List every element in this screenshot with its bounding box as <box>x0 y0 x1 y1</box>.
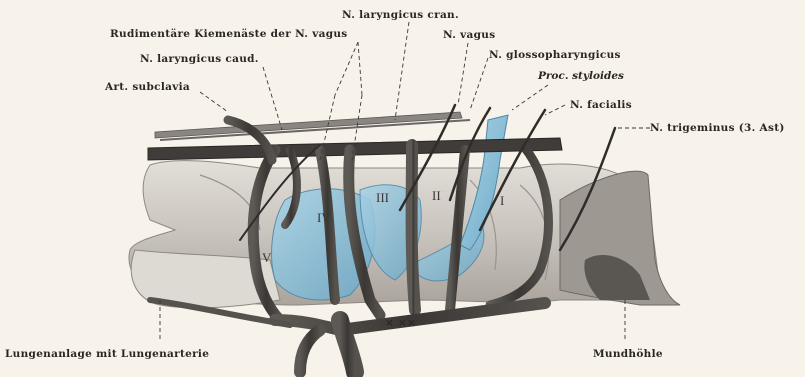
crosses-marker: × ×× <box>385 317 416 329</box>
label-n-glossopharyngicus: N. glossopharyngicus <box>489 49 621 61</box>
label-n-laryngicus-cran: N. laryngicus cran. <box>342 9 459 21</box>
label-n-laryngicus-caud: N. laryngicus caud. <box>140 53 259 65</box>
label-rudimentaere-kiemenaeste: Rudimentäre Kiemenäste der N. vagus <box>110 28 348 40</box>
label-art-subclavia: Art. subclavia <box>104 81 190 93</box>
arch-number-iii: III <box>376 190 389 205</box>
label-n-facialis: N. facialis <box>570 99 632 111</box>
arch-number-i: I <box>500 193 504 208</box>
arch-number-ii: II <box>432 188 441 203</box>
label-proc-styloides: Proc. styloides <box>537 70 624 82</box>
arch-number-iv: IV <box>317 210 331 225</box>
label-n-vagus: N. vagus <box>443 29 495 41</box>
label-mundhoehle: Mundhöhle <box>593 348 663 360</box>
arch-number-v: V <box>262 250 272 265</box>
label-n-trigeminus: N. trigeminus (3. Ast) <box>650 122 785 134</box>
label-lungenanlage: Lungenanlage mit Lungenarterie <box>5 348 209 360</box>
